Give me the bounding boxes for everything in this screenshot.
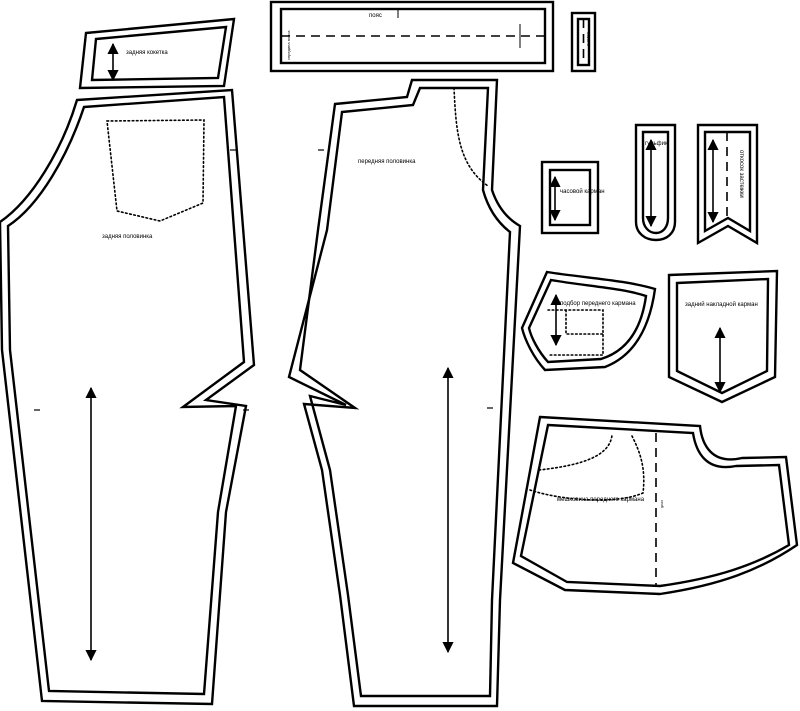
back-patch-pocket-piece: задний накладной карман [667, 269, 779, 404]
belt-loop-label: шлевка [585, 31, 590, 46]
front-pocket-opening [453, 87, 489, 187]
front-pocket-facing-piece: подбор переднего кармана [520, 270, 657, 372]
waistband-label: пояс [369, 13, 382, 19]
front-half-label: передняя половинка [358, 159, 416, 165]
pocket-bag-fold-label: сгиб [660, 500, 665, 509]
fly-piece: гульфик [634, 123, 677, 242]
back-pocket-placement [106, 119, 205, 222]
watch-pocket-piece: часовой карман [540, 160, 605, 235]
back-patch-pocket-label: задний накладной карман [685, 301, 758, 308]
pocket-stitch-line [538, 434, 613, 471]
belt-loop-piece: шлевка [570, 11, 597, 73]
fly-label: гульфик [645, 141, 668, 147]
back-half-label: задняя половинка [102, 234, 153, 240]
fly-facing-label: откосок застежки [738, 150, 744, 198]
front-pocket-bag-label: мешковина переднего кармана [557, 497, 645, 503]
coin-pocket-placement [547, 309, 604, 356]
fly-facing-piece: откосок застежки [696, 123, 759, 246]
watch-pocket-label: часовой карман [560, 188, 605, 195]
back-half-piece: задняя половинка [0, 88, 256, 706]
front-pocket-bag-piece: мешковина переднего кармана сгиб [511, 415, 799, 596]
front-pocket-facing-label: подбор переднего кармана [560, 301, 636, 307]
waistband-piece: пояс середина пояса [269, 0, 555, 73]
back-yoke-piece: задняя кокетка [78, 17, 236, 90]
waistband-fold-label: середина пояса [286, 30, 291, 60]
pocket-stitch-line [529, 435, 645, 501]
front-half-piece: передняя половинка [287, 78, 522, 708]
back-yoke-label: задняя кокетка [126, 50, 168, 56]
